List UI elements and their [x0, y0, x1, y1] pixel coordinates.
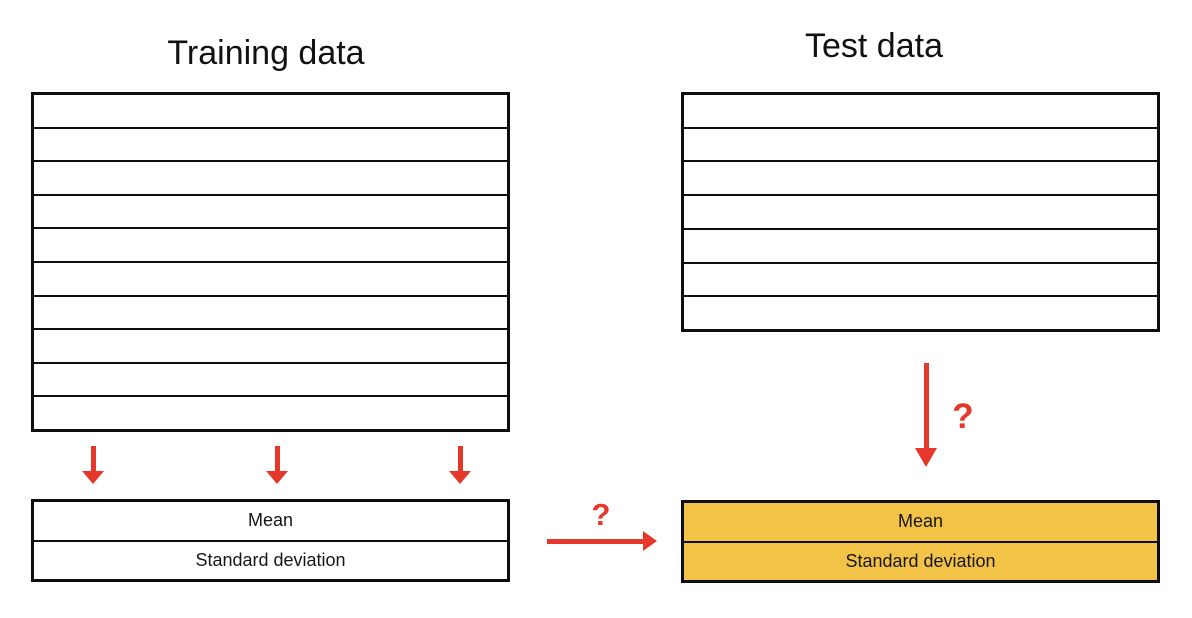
table-row	[684, 95, 1157, 129]
arrow-stem	[457, 446, 463, 471]
table-row	[684, 297, 1157, 329]
table-row	[684, 129, 1157, 163]
table-row	[684, 162, 1157, 197]
training-data-table	[31, 92, 510, 432]
standard-deviation-label: Standard deviation	[845, 550, 996, 571]
table-row	[34, 162, 507, 196]
test-data-table	[681, 92, 1160, 332]
table-row	[34, 196, 507, 230]
table-row	[34, 364, 507, 398]
training-data-title: Training data	[167, 34, 365, 72]
down-arrow-icon	[449, 446, 471, 484]
table-row	[684, 230, 1157, 264]
mean-label: Mean	[247, 510, 294, 531]
table-row	[34, 330, 507, 364]
table-row	[34, 129, 507, 163]
mean-row: Mean	[34, 502, 507, 542]
table-row	[34, 263, 507, 297]
test-stats-box: Mean Standard deviation	[681, 500, 1160, 583]
arrow-head	[82, 471, 104, 484]
table-row	[34, 297, 507, 331]
right-arrow-icon	[547, 539, 644, 544]
down-arrow-icon	[82, 446, 104, 484]
arrow-head	[449, 471, 471, 484]
arrow-head	[643, 531, 657, 551]
arrow-stem	[90, 446, 96, 471]
table-row	[34, 95, 507, 129]
standard-deviation-row: Standard deviation	[684, 543, 1157, 581]
apply-question-mark: ?	[952, 397, 974, 436]
arrow-head	[266, 471, 288, 484]
table-row	[34, 397, 507, 429]
table-row	[34, 229, 507, 263]
down-arrow-icon	[266, 446, 288, 484]
table-row	[684, 196, 1157, 230]
standard-deviation-label: Standard deviation	[195, 549, 346, 570]
arrow-stem	[274, 446, 280, 471]
training-stats-box: Mean Standard deviation	[31, 499, 510, 582]
standard-deviation-row: Standard deviation	[34, 542, 507, 580]
down-arrow-icon	[924, 363, 929, 448]
mean-row: Mean	[684, 503, 1157, 543]
transfer-question-mark: ?	[591, 497, 611, 532]
mean-label: Mean	[897, 511, 944, 532]
test-data-title: Test data	[805, 27, 943, 65]
arrow-head	[915, 448, 937, 467]
table-row	[684, 264, 1157, 298]
